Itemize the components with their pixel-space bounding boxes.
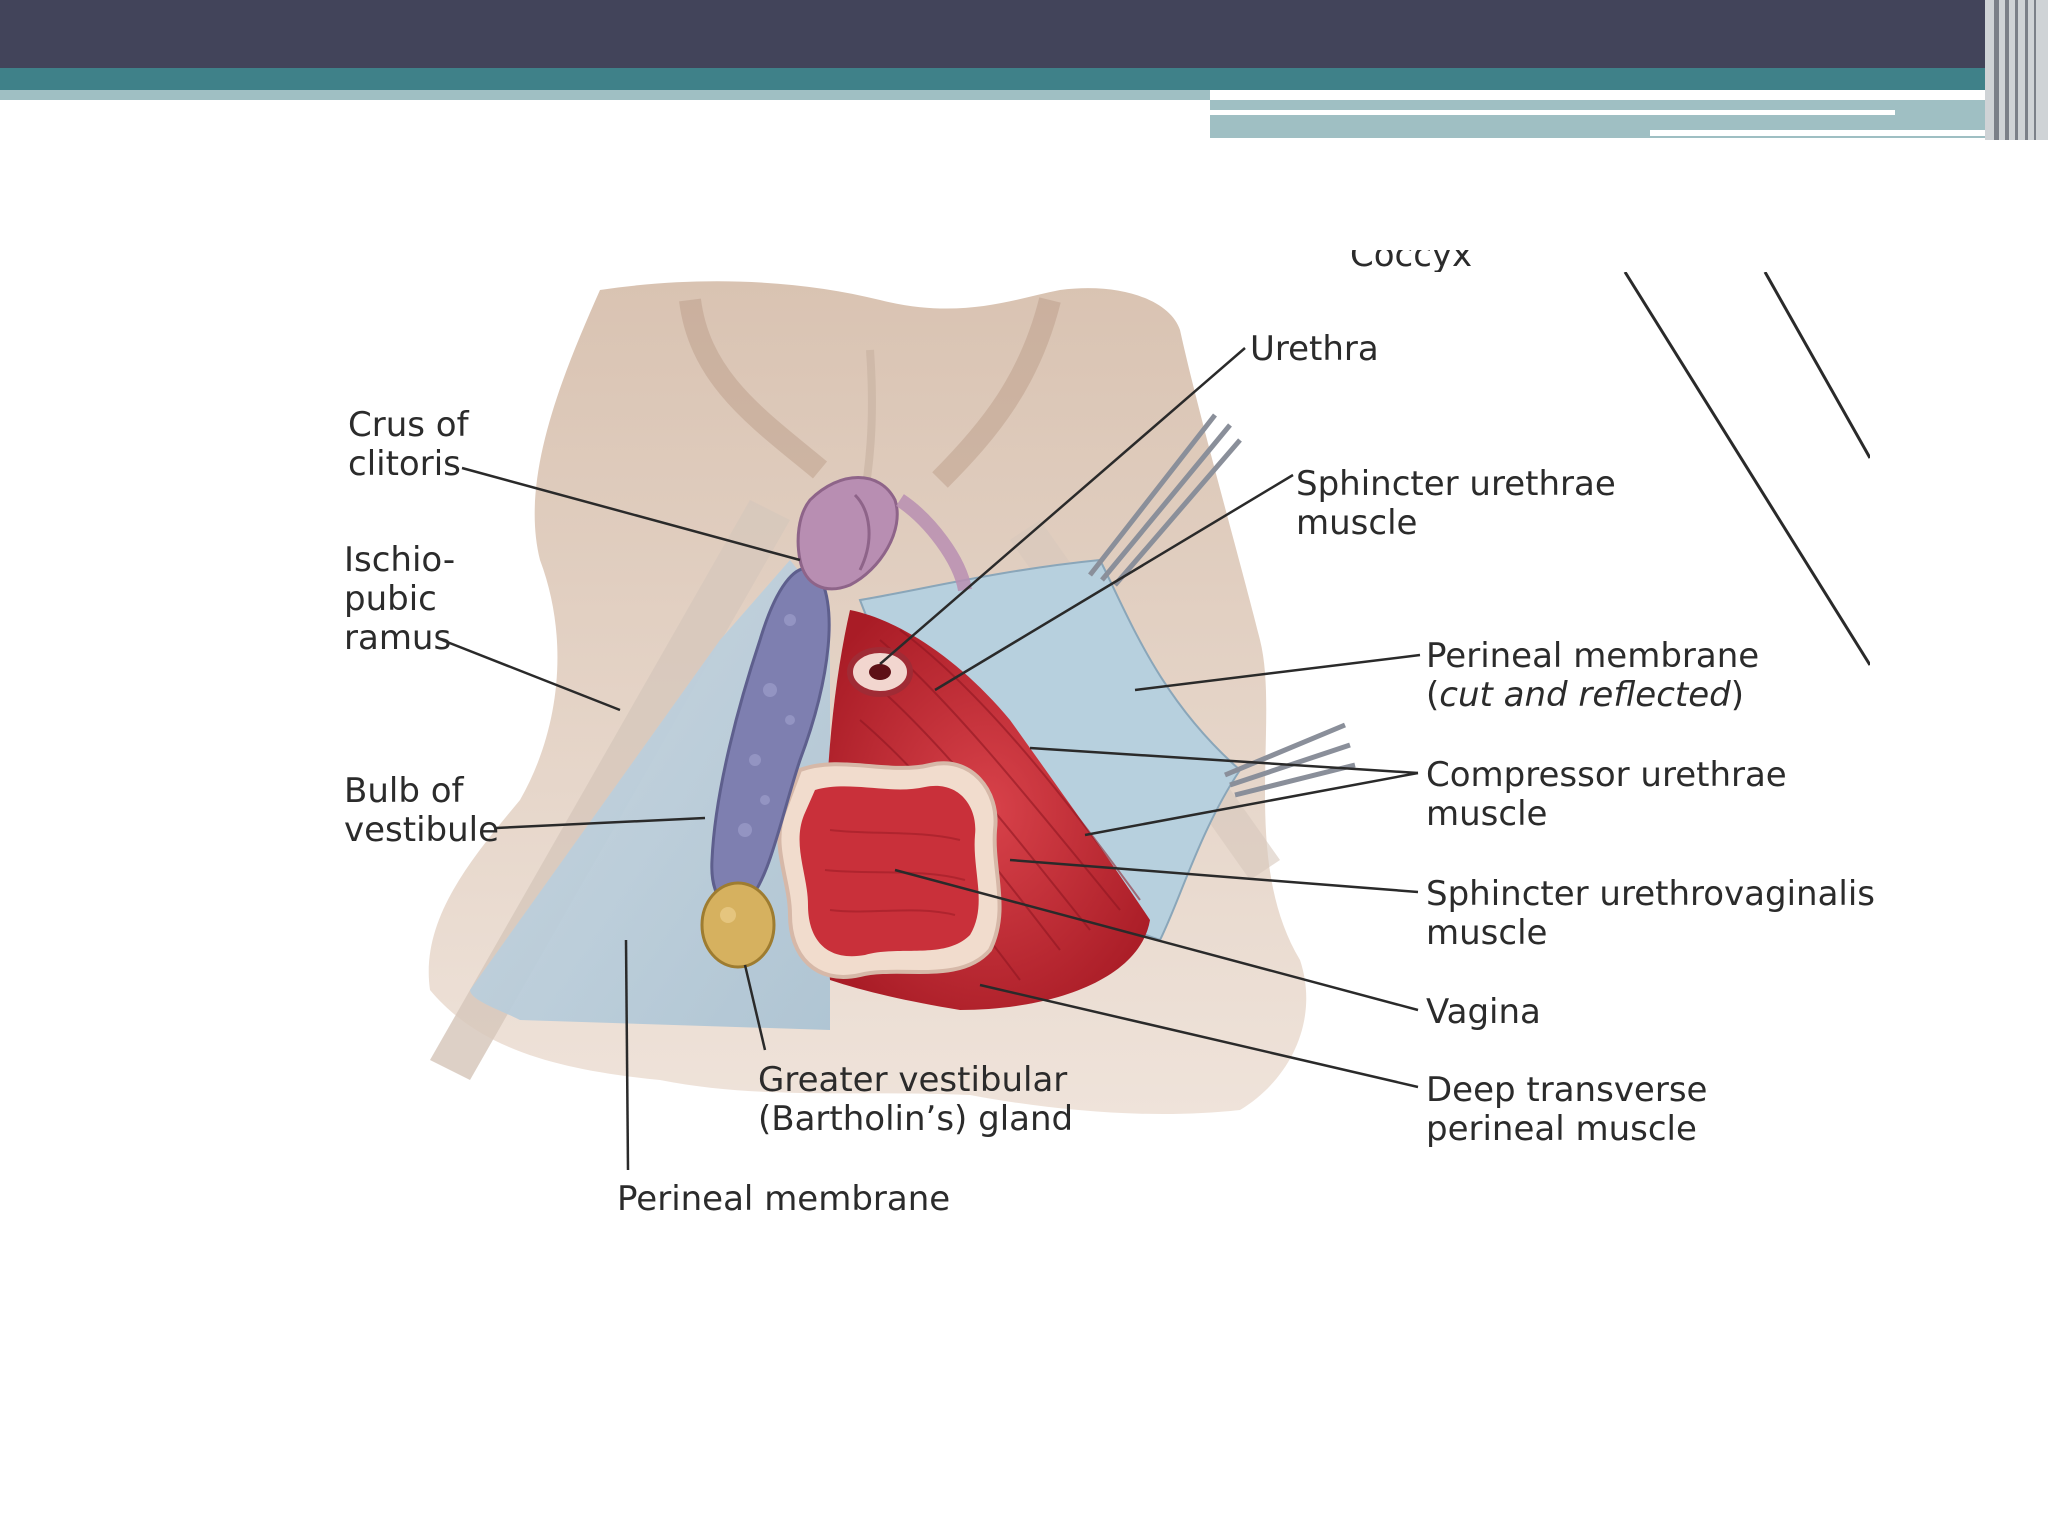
label-sphincter-urethrovaginalis: Sphincter urethrovaginalis muscle (1426, 874, 1876, 953)
label-perineal-membrane-cut: Perineal membrane (cut and reflected) (1426, 636, 1760, 715)
header-teal-band (0, 68, 2048, 90)
label-deep-transverse-perineal: Deep transverse perineal muscle (1426, 1070, 1708, 1149)
label-vagina: Vagina (1426, 992, 1541, 1032)
header-light-band-left (0, 90, 1210, 100)
label-sphincter-urethrae: Sphincter urethrae muscle (1296, 464, 1616, 543)
header-white-stripe-1 (1210, 110, 1895, 115)
label-crus-of-clitoris: Crus of clitoris (348, 405, 469, 484)
adjacent-figure-line-2 (1763, 271, 1872, 459)
label-perineal-membrane: Perineal membrane (617, 1179, 951, 1219)
label-compressor-urethrae: Compressor urethrae muscle (1426, 755, 1787, 834)
label-greater-vestibular-gland: Greater vestibular (Bartholin’s) gland (758, 1060, 1074, 1139)
greater-vestibular-gland (700, 881, 776, 969)
slide-header-graphic (0, 0, 2048, 140)
label-urethra: Urethra (1250, 329, 1379, 369)
label-ischiopubic-ramus: Ischio- pubic ramus (344, 540, 456, 658)
label-bulb-of-vestibule: Bulb of vestibule (344, 771, 500, 850)
crus-of-clitoris (796, 476, 899, 591)
slide-header-bar (0, 0, 2048, 140)
leader-lines (441, 347, 1421, 1171)
header-white-stripe-2 (1650, 130, 2010, 136)
label-coccyx-partial: Coccyx (1350, 250, 1473, 272)
header-dark-band (0, 0, 2048, 68)
adjacent-figure-line-1 (1623, 271, 1872, 666)
retractor-instruments (1088, 413, 1356, 798)
